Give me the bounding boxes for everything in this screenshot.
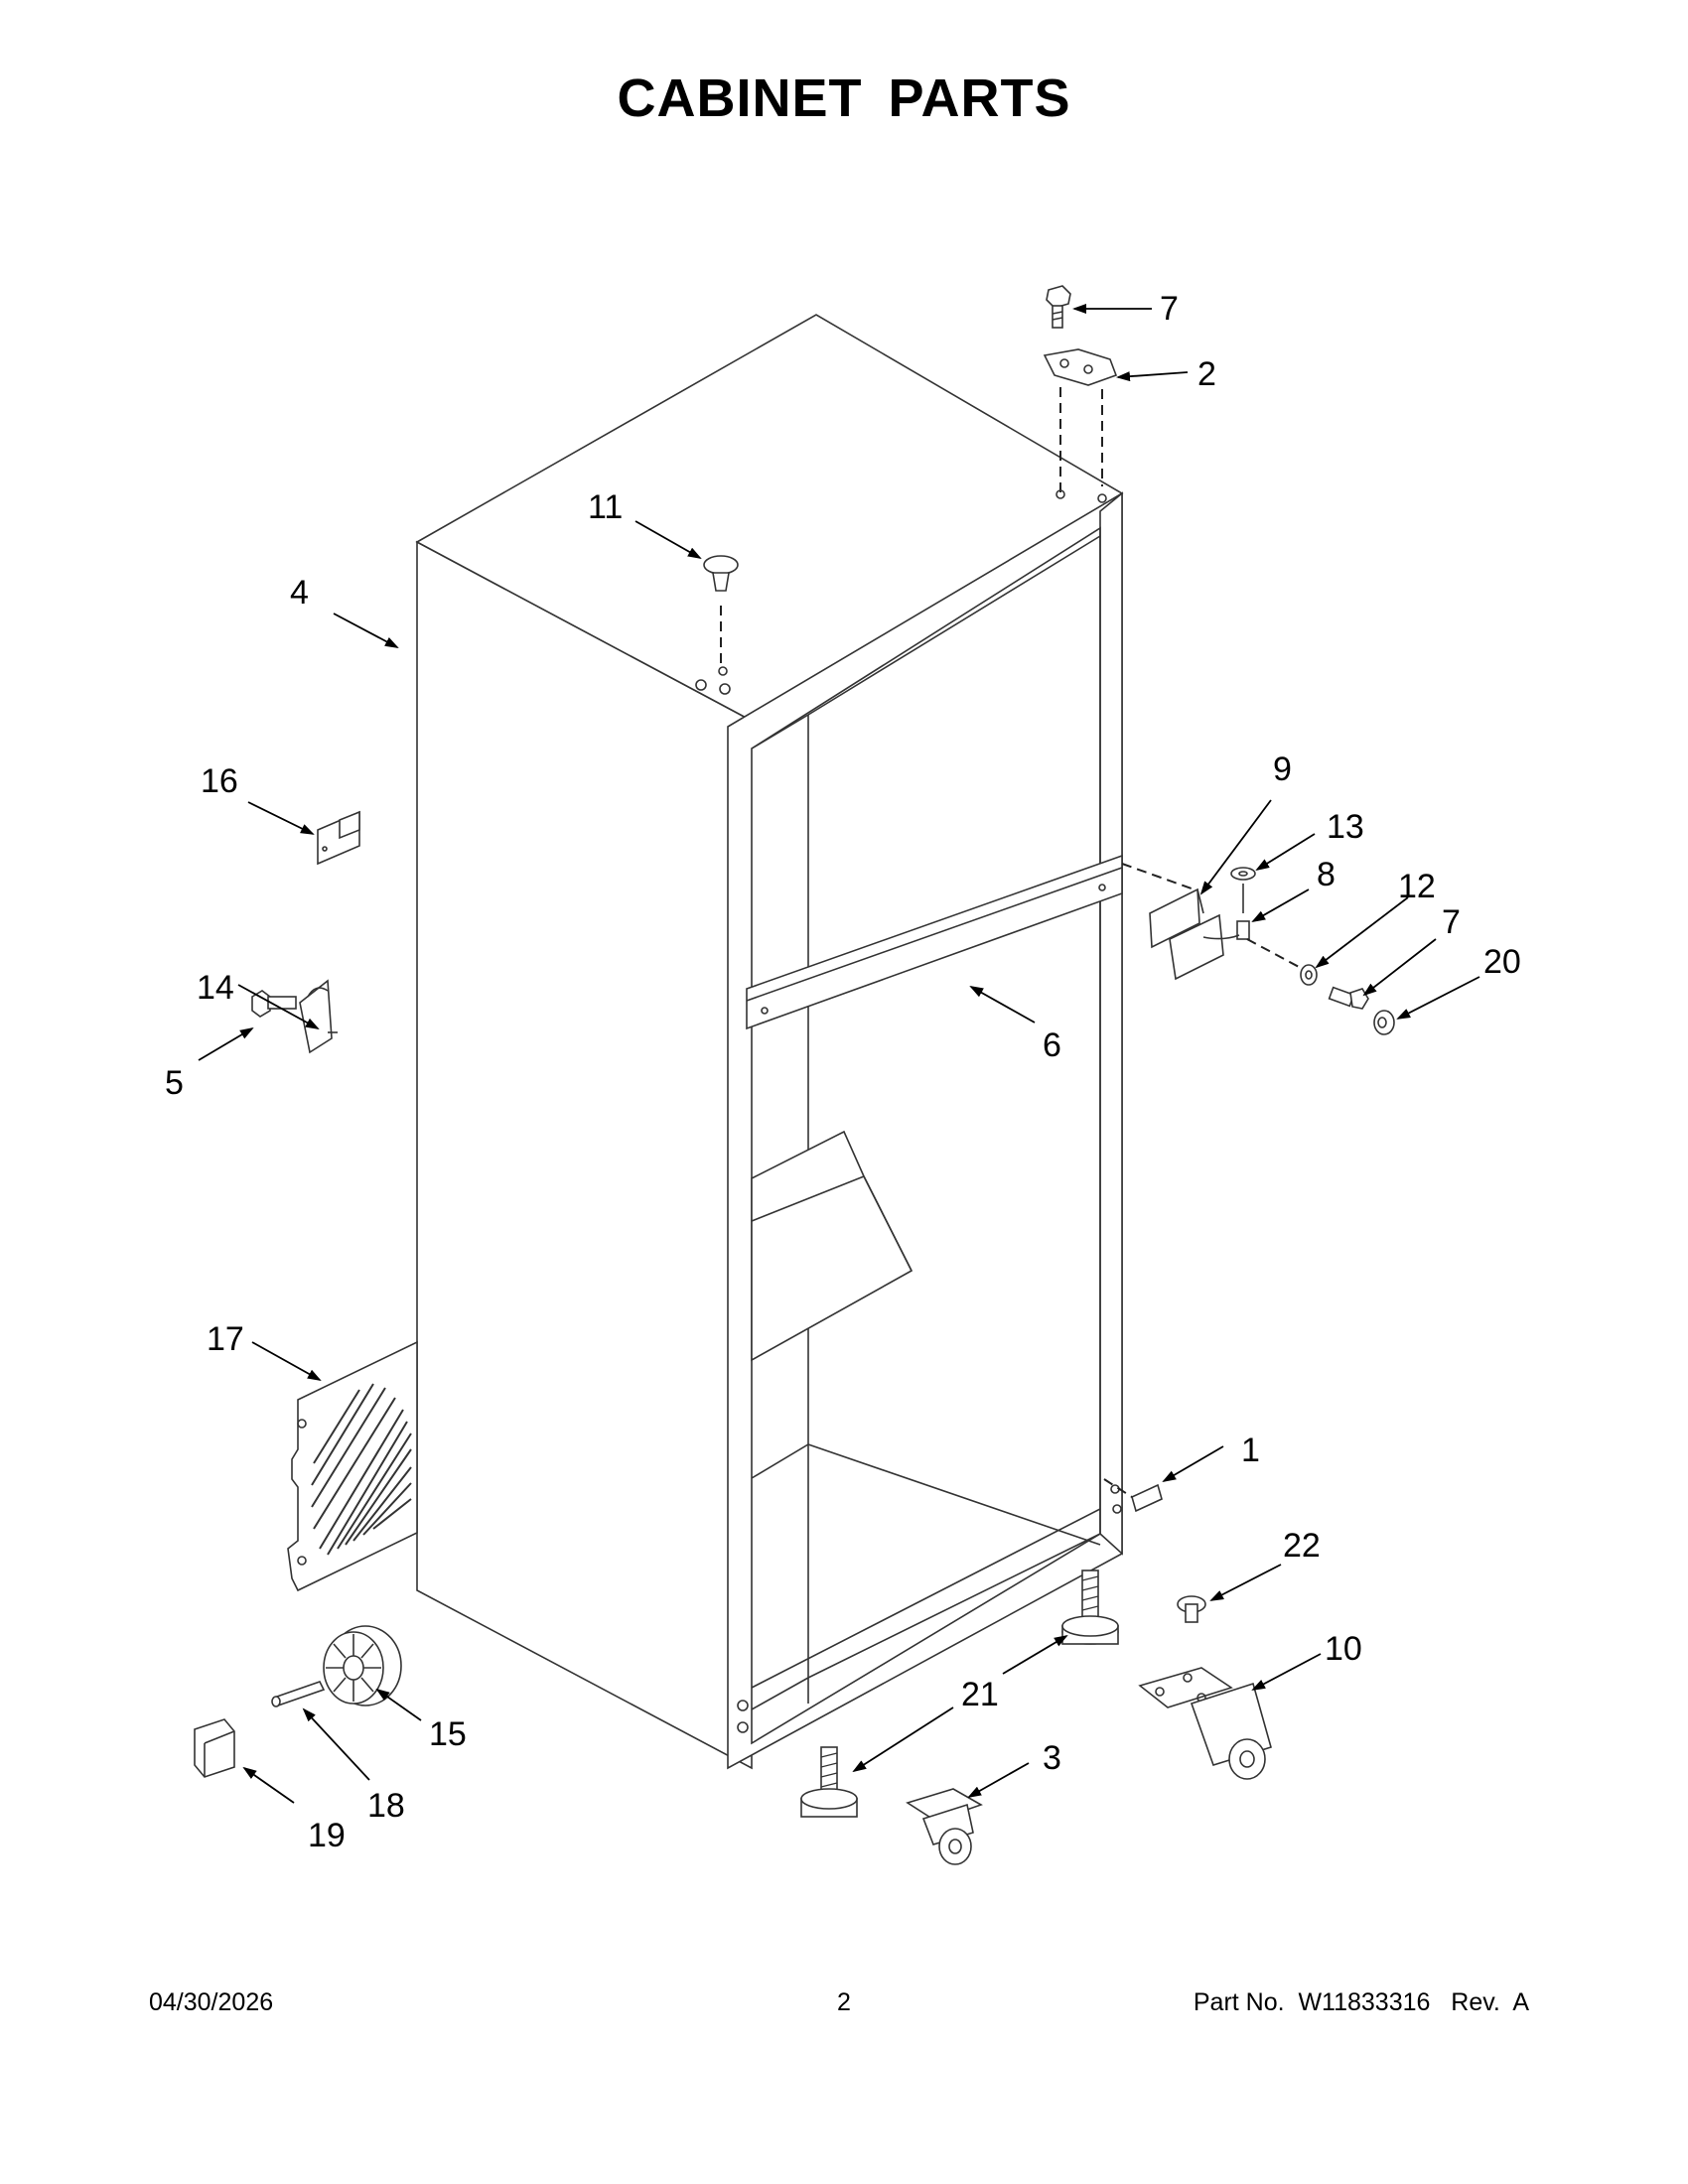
rear-panel-part-17 [287,1340,418,1592]
hinge-pin-part-8 [1202,884,1250,940]
callout-21: 21 [961,1676,999,1713]
callout-11: 11 [588,488,623,526]
callout-9: 9 [1273,751,1292,788]
callout-19: 19 [308,1817,346,1854]
axle-part-18 [271,1681,326,1707]
washer-part-12 [1300,964,1318,986]
wheel-part-15 [323,1625,402,1706]
bracket-part-16 [317,810,360,866]
plug-button-part-11 [695,555,739,695]
callout-5: 5 [165,1064,184,1102]
screw-part-22 [1177,1595,1206,1623]
callout-6: 6 [1043,1026,1061,1064]
callout-7-top: 7 [1160,290,1179,328]
footer-page-number: 2 [837,1988,851,2016]
washer-part-13 [1230,867,1256,881]
callout-4: 4 [290,574,309,612]
callout-1: 1 [1241,1432,1260,1469]
leveling-leg-part-21-rear [1061,1570,1119,1645]
page-title: CABINET PARTS [617,68,1071,128]
clip-part-1 [1103,1478,1163,1513]
callout-7-right: 7 [1442,903,1461,941]
callout-3: 3 [1043,1739,1061,1777]
callout-15: 15 [429,1715,467,1753]
callout-16: 16 [201,762,238,800]
callout-10: 10 [1325,1630,1362,1668]
hinge-screw-part-7 [1046,285,1071,329]
footer-part-number: Part No. W11833316 Rev. A [1193,1988,1529,2016]
top-hinge-part-2 [1043,348,1118,503]
center-mullion-part-6 [746,854,1193,1030]
callout-13: 13 [1327,808,1364,846]
callout-14: 14 [197,969,234,1007]
callout-18: 18 [367,1787,405,1825]
cap-part-19 [194,1718,235,1778]
callout-17: 17 [207,1320,244,1358]
cabinet-body [415,314,1124,1770]
bracket-part-14 [299,979,338,1054]
callout-22: 22 [1283,1527,1321,1565]
screw-part-7-right [1328,986,1369,1010]
caster-part-10 [1138,1667,1272,1780]
leveling-leg-part-21-front [800,1746,858,1818]
hinge-bracket-part-9 [1149,887,1224,981]
callout-12: 12 [1398,868,1436,905]
callout-20: 20 [1483,943,1521,981]
footer-date: 04/30/2026 [149,1988,274,2016]
callout-8: 8 [1317,856,1336,893]
leader-arrows [198,304,1480,1804]
caster-part-3 [906,1788,983,1865]
callout-2: 2 [1197,355,1216,393]
cap-part-20 [1373,1010,1395,1035]
